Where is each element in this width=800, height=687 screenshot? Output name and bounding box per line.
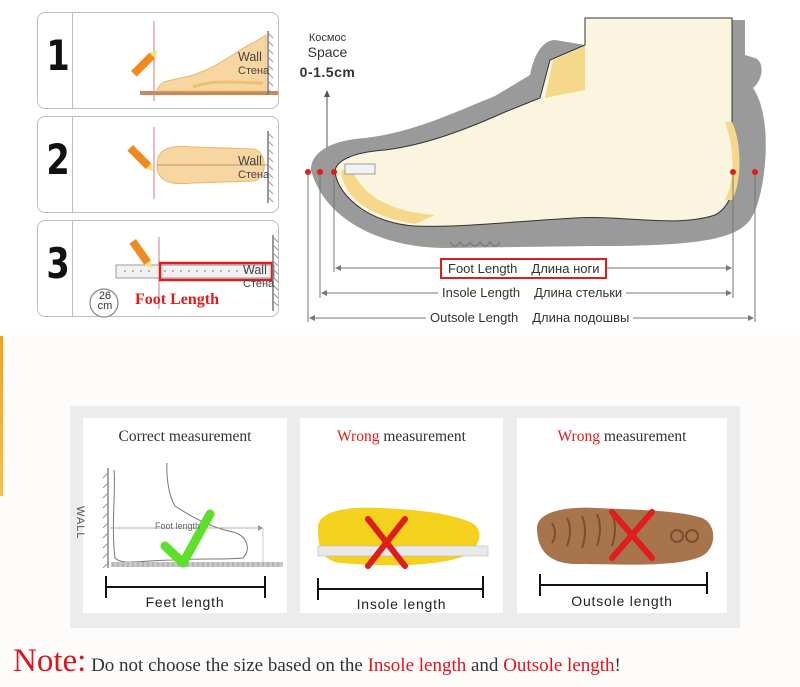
pencil-icon xyxy=(129,239,152,269)
foot-top-illustration xyxy=(127,127,274,203)
step-number-column xyxy=(38,13,73,108)
outsole-illustration xyxy=(537,507,714,596)
sizing-note: Note: Do not choose the size based on th… xyxy=(13,643,621,679)
foot-length-inner-label: Foot length xyxy=(155,521,201,531)
card-caption: Insole length xyxy=(356,596,447,612)
foot-length-label: Foot Length xyxy=(135,291,219,308)
wall-label: Wall Стена xyxy=(243,263,275,290)
cross-icon xyxy=(609,509,655,561)
correct-measurement-card: Correct measurement WALL Foot length Fee… xyxy=(74,418,287,613)
foot-wall-illustration xyxy=(102,462,283,598)
wrong-outsole-card: Wrong measurement Outsole length xyxy=(517,418,727,613)
ruler-illustration xyxy=(89,235,278,318)
ruler-value-badge xyxy=(89,288,119,318)
step-number-column xyxy=(38,117,73,212)
measurement-comparison: Correct measurement WALL Foot length Fee… xyxy=(70,406,740,628)
card-caption: Outsole length xyxy=(571,593,673,609)
cross-icon xyxy=(365,516,408,569)
card-caption: Feet length xyxy=(145,594,225,610)
card-title: Wrong measurement xyxy=(337,428,466,445)
wrong-insole-card: Wrong measurement Insole length xyxy=(300,418,503,613)
step-1-panel: 1 Wall Стена xyxy=(37,12,279,109)
note-lead: Note: xyxy=(13,643,87,679)
insole-illustration xyxy=(317,507,489,600)
card-title: Wrong measurement xyxy=(557,428,687,445)
step-number-column xyxy=(38,221,73,316)
step-number: 1 xyxy=(46,31,70,80)
shoe-cross-section xyxy=(305,17,766,322)
foot-side-illustration xyxy=(131,21,278,101)
wall-label: Wall Стена xyxy=(238,154,270,181)
pencil-icon xyxy=(127,145,154,172)
pencil-icon xyxy=(131,50,158,77)
decorative-edge xyxy=(0,336,3,496)
measurement-instructions: 1 Wall Стена 2 xyxy=(0,0,800,335)
card-title: Correct measurement xyxy=(118,428,252,445)
step-number: 3 xyxy=(46,239,70,288)
measurement-points xyxy=(305,169,758,175)
step-number: 2 xyxy=(46,135,70,184)
ruler-value: 26 cm xyxy=(97,290,113,312)
wall-vertical-label: WALL xyxy=(74,506,86,540)
step-2-panel: 2 Wall Стена xyxy=(37,116,279,213)
wall-label: Wall Стена xyxy=(238,50,270,77)
check-icon xyxy=(160,509,215,568)
step-3-panel: 3 26 cm Foot Length Wall xyxy=(37,220,279,318)
space-label: Космос Space 0-1.5cm xyxy=(299,32,356,80)
